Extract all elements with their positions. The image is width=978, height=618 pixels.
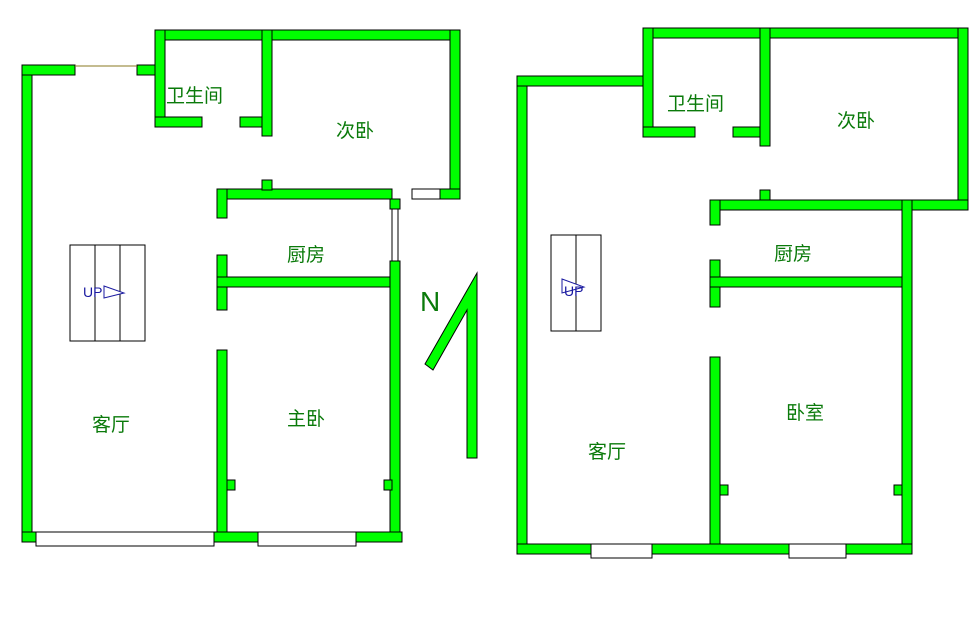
left-stair: [69, 244, 146, 342]
left-bathroom-label: 卫生间: [166, 85, 224, 107]
right-bedroom-label: 卧室: [786, 402, 825, 424]
right-stair-up-label: UP: [564, 283, 584, 299]
right-plan-walls: [516, 27, 969, 559]
north-label: N: [420, 286, 441, 317]
right-second-bedroom-label: 次卧: [837, 110, 876, 132]
north-arrow-icon: [424, 271, 478, 459]
right-kitchen-label: 厨房: [774, 243, 813, 265]
left-second-bedroom-label: 次卧: [336, 120, 375, 142]
left-stair-up-label: UP: [83, 284, 103, 300]
left-plan-walls: [21, 29, 461, 547]
left-living-room-label: 客厅: [92, 414, 131, 436]
right-stair: [550, 234, 602, 332]
left-kitchen-label: 厨房: [287, 244, 326, 266]
left-master-bedroom-label: 主卧: [287, 408, 326, 430]
right-bathroom-label: 卫生间: [667, 93, 725, 115]
right-living-room-label: 客厅: [588, 441, 627, 463]
